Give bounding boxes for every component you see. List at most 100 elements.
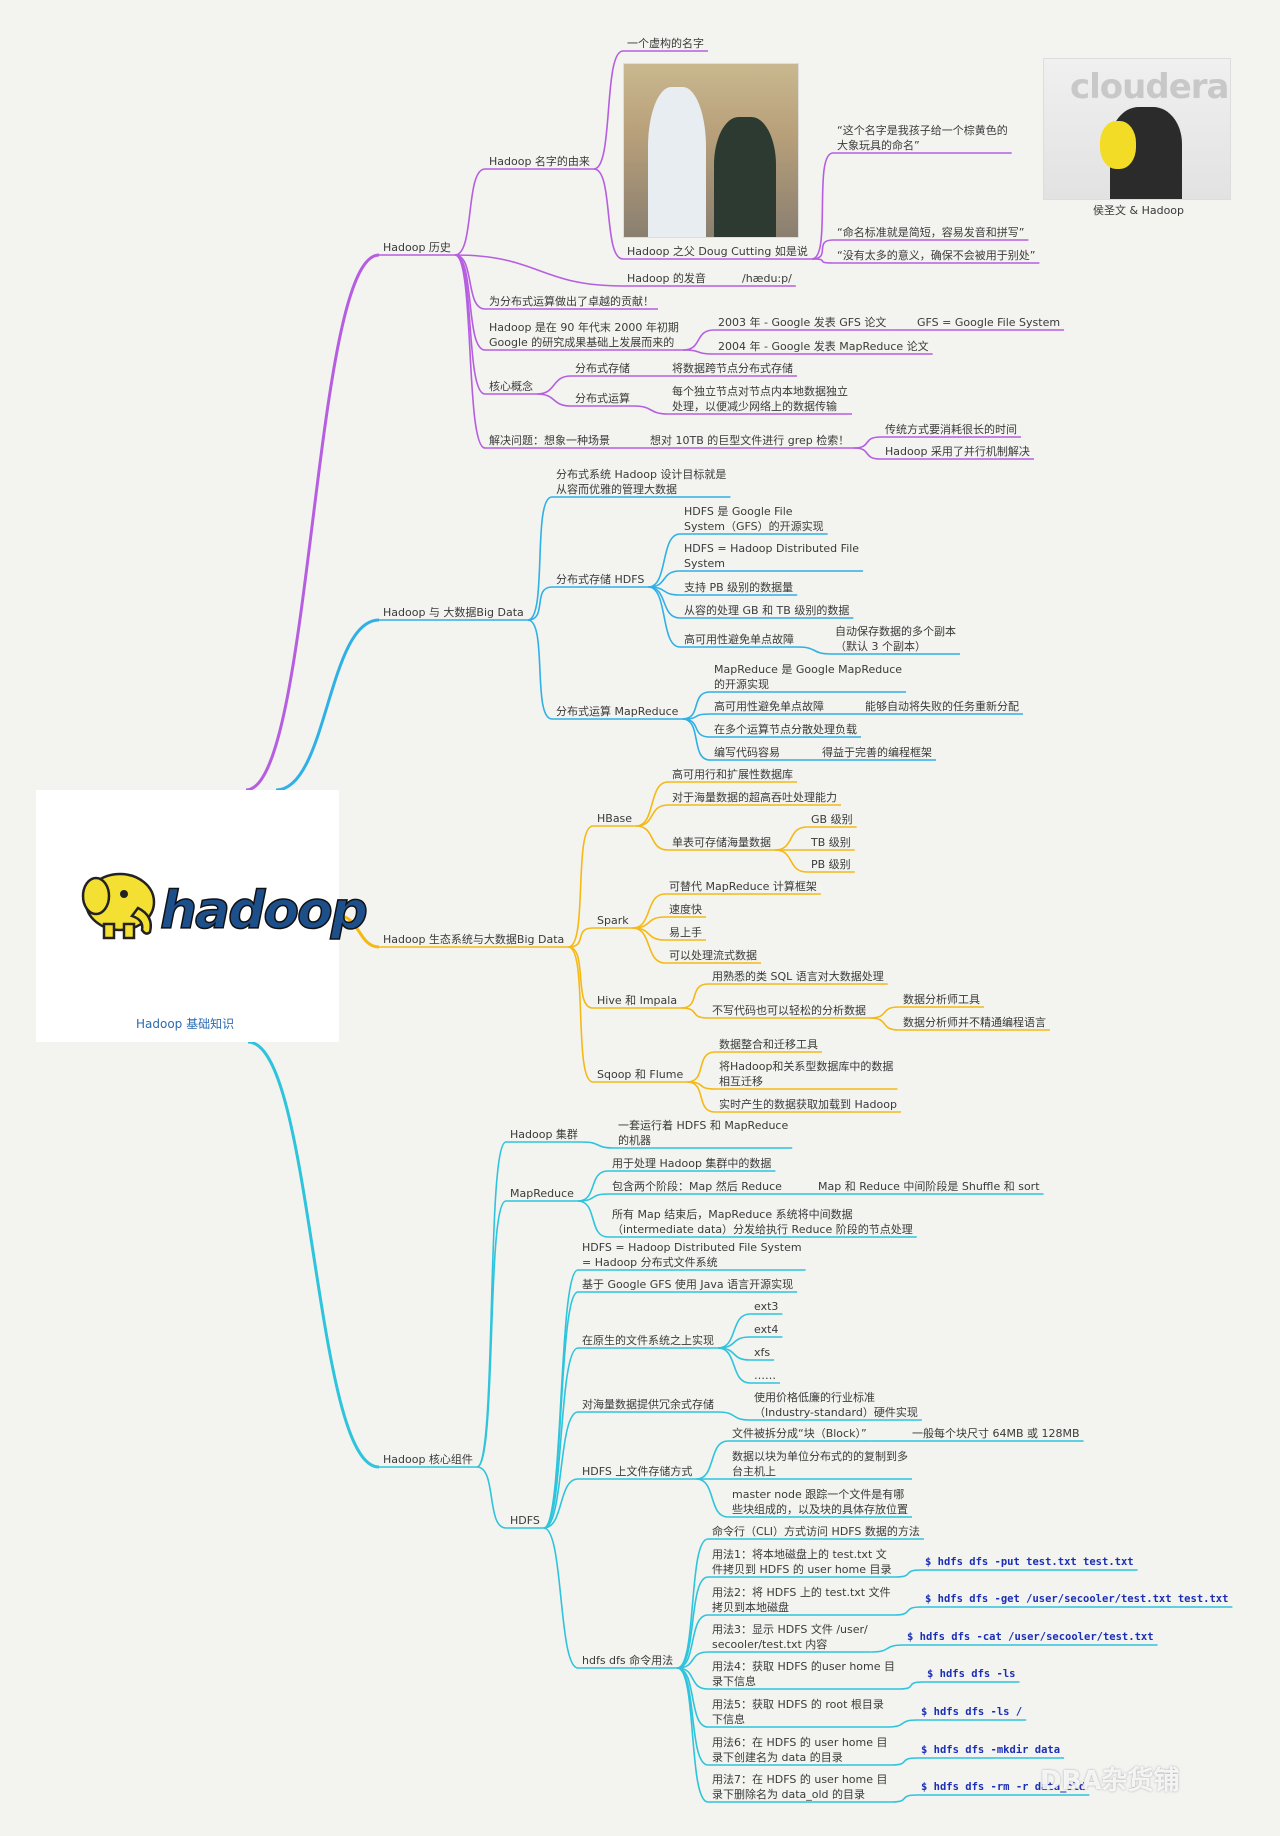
node-e-sp4[interactable]: 可以处理流式数据 bbox=[669, 949, 757, 962]
node-n-q3[interactable]: “没有太多的意义，确保不会被用于别处” bbox=[837, 249, 1036, 262]
node-m-h5[interactable]: 高可用性避免单点故障 bbox=[684, 633, 794, 646]
node-c-hd5a[interactable]: 文件被拆分成“块（Block）” bbox=[732, 1427, 867, 1440]
node-c-u5[interactable]: 用法5：获取 HDFS 的 root 根目录下信息 bbox=[712, 1698, 884, 1726]
node-n-dstore[interactable]: 分布式存储 bbox=[575, 362, 630, 375]
node-m-hdfs[interactable]: 分布式存储 HDFS bbox=[556, 573, 645, 586]
node-n-par[interactable]: Hadoop 采用了并行机制解决 bbox=[885, 445, 1030, 458]
node-m-m6[interactable]: 得益于完善的编程框架 bbox=[822, 746, 932, 759]
node-e-gb[interactable]: GB 级别 bbox=[811, 813, 853, 826]
node-e-sp3[interactable]: 易上手 bbox=[669, 926, 702, 939]
node-c-hd5b[interactable]: 一般每个块尺寸 64MB 或 128MB bbox=[912, 1427, 1080, 1440]
root-node-card[interactable]: hadoop Hadoop 基础知识 bbox=[36, 790, 370, 1042]
node-e-hbase[interactable]: HBase bbox=[597, 812, 633, 825]
node-n-dstore2[interactable]: 将数据跨节点分布式存储 bbox=[672, 362, 793, 375]
node-n-2003[interactable]: 2003 年 - Google 发表 GFS 论文 bbox=[718, 316, 887, 329]
node-c-u7[interactable]: 用法7：在 HDFS 的 user home 目录下删除名为 data_old … bbox=[712, 1773, 888, 1801]
node-c-hd5[interactable]: HDFS 上文件存储方式 bbox=[582, 1465, 693, 1478]
node-m-m2[interactable]: 高可用性避免单点故障 bbox=[714, 700, 824, 713]
node-b2[interactable]: Hadoop 与 大数据Big Data bbox=[383, 606, 524, 619]
node-c-cluster[interactable]: Hadoop 集群 bbox=[510, 1128, 578, 1141]
node-c-mr4[interactable]: 所有 Map 结束后，MapReduce 系统将中间数据（intermediat… bbox=[612, 1208, 913, 1236]
node-n-grep[interactable]: 想对 10TB 的巨型文件进行 grep 检索！ bbox=[650, 434, 850, 447]
node-c-mr1[interactable]: 用于处理 Hadoop 集群中的数据 bbox=[612, 1157, 772, 1170]
node-n-q1[interactable]: “这个名字是我孩子给一个棕黄色的大象玩具的命名” bbox=[837, 124, 1008, 152]
node-e-sqoop[interactable]: Sqoop 和 Flume bbox=[597, 1068, 684, 1081]
node-n-q2[interactable]: “命名标准就是简短，容易发音和拼写” bbox=[837, 226, 1025, 239]
node-e-sp2[interactable]: 速度快 bbox=[669, 903, 702, 916]
node-e-hv2[interactable]: 不写代码也可以轻松的分析数据 bbox=[712, 1004, 866, 1017]
node-c-hd4a[interactable]: 使用价格低廉的行业标准（Industry-standard）硬件实现 bbox=[754, 1391, 918, 1419]
node-c-u3[interactable]: 用法3：显示 HDFS 文件 /user/secooler/test.txt 内… bbox=[712, 1623, 868, 1651]
node-e-hb1[interactable]: 高可用行和扩展性数据库 bbox=[672, 768, 793, 781]
node-e-sq3[interactable]: 实时产生的数据获取加载到 Hadoop bbox=[719, 1098, 897, 1111]
node-c-hd1[interactable]: HDFS = Hadoop Distributed File System= H… bbox=[582, 1241, 802, 1269]
node-e-hb2[interactable]: 对于海量数据的超高吞吐处理能力 bbox=[672, 791, 837, 804]
node-e-hive[interactable]: Hive 和 Impala bbox=[597, 994, 678, 1007]
node-b1[interactable]: Hadoop 历史 bbox=[383, 241, 451, 254]
node-c-mr3[interactable]: Map 和 Reduce 中间阶段是 Shuffle 和 sort bbox=[818, 1180, 1040, 1193]
node-c-u1[interactable]: 用法1：将本地磁盘上的 test.txt 文件拷贝到 HDFS 的 user h… bbox=[712, 1548, 892, 1576]
node-c-ext3[interactable]: ext3 bbox=[754, 1300, 779, 1313]
node-m-h3[interactable]: 支持 PB 级别的数据量 bbox=[684, 581, 794, 594]
node-b3[interactable]: Hadoop 生态系统与大数据Big Data bbox=[383, 933, 565, 946]
node-m-h4[interactable]: 从容的处理 GB 和 TB 级别的数据 bbox=[684, 604, 850, 617]
node-c-etc[interactable]: …… bbox=[754, 1369, 776, 1382]
node-c-u2c[interactable]: $ hdfs dfs -get /user/secooler/test.txt … bbox=[925, 1593, 1229, 1605]
node-c-hd4[interactable]: 对海量数据提供冗余式存储 bbox=[582, 1398, 714, 1411]
node-n-pron2[interactable]: /hædu:p/ bbox=[742, 272, 792, 285]
node-e-sq1[interactable]: 数据整合和迁移工具 bbox=[719, 1038, 818, 1051]
node-c-mr[interactable]: MapReduce bbox=[510, 1187, 574, 1200]
node-c-u4c[interactable]: $ hdfs dfs -ls bbox=[927, 1668, 1016, 1680]
node-c-u4[interactable]: 用法4：获取 HDFS 的user home 目录下信息 bbox=[712, 1660, 896, 1688]
node-m-m5[interactable]: 编写代码容易 bbox=[714, 746, 780, 759]
node-c-ext4[interactable]: ext4 bbox=[754, 1323, 779, 1336]
node-c-u5c[interactable]: $ hdfs dfs -ls / bbox=[921, 1706, 1023, 1718]
node-e-tb[interactable]: TB 级别 bbox=[811, 836, 851, 849]
node-m-m4[interactable]: 在多个运算节点分散处理负载 bbox=[714, 723, 857, 736]
node-c-u1c[interactable]: $ hdfs dfs -put test.txt test.txt bbox=[925, 1556, 1134, 1568]
node-e-hb3[interactable]: 单表可存储海量数据 bbox=[672, 836, 771, 849]
node-c-hd3[interactable]: 在原生的文件系统之上实现 bbox=[582, 1334, 714, 1347]
node-m-goal[interactable]: 分布式系统 Hadoop 设计目标就是从容而优雅的管理大数据 bbox=[556, 468, 727, 496]
node-e-pb[interactable]: PB 级别 bbox=[811, 858, 851, 871]
node-b4[interactable]: Hadoop 核心组件 bbox=[383, 1453, 473, 1466]
node-c-xfs[interactable]: xfs bbox=[754, 1346, 771, 1359]
node-e-sp1[interactable]: 可替代 MapReduce 计算框架 bbox=[669, 880, 817, 893]
node-e-spark[interactable]: Spark bbox=[597, 914, 629, 927]
node-c-cmd0[interactable]: 命令行（CLI）方式访问 HDFS 数据的方法 bbox=[712, 1525, 920, 1538]
node-m-mr[interactable]: 分布式运算 MapReduce bbox=[556, 705, 679, 718]
node-c-hd5d[interactable]: master node 跟踪一个文件是有哪些块组成的，以及块的具体存放位置 bbox=[732, 1488, 908, 1516]
node-n-contrib[interactable]: 为分布式运算做出了卓越的贡献！ bbox=[489, 295, 654, 308]
node-c-u2[interactable]: 用法2：将 HDFS 上的 test.txt 文件拷贝到本地磁盘 bbox=[712, 1586, 891, 1614]
node-n-solve[interactable]: 解决问题：想象一种场景 bbox=[489, 434, 610, 447]
node-n-pron[interactable]: Hadoop 的发音 bbox=[627, 272, 706, 285]
node-c-hd5c[interactable]: 数据以块为单位分布式的的复制到多台主机上 bbox=[732, 1450, 908, 1478]
node-m-m3[interactable]: 能够自动将失败的任务重新分配 bbox=[865, 700, 1019, 713]
node-e-sq2[interactable]: 将Hadoop和关系型数据库中的数据相互迁移 bbox=[719, 1060, 894, 1088]
node-n-dcomp[interactable]: 分布式运算 bbox=[575, 392, 630, 405]
node-c-cmd[interactable]: hdfs dfs 命令用法 bbox=[582, 1654, 674, 1667]
node-n-fiction[interactable]: 一个虚构的名字 bbox=[627, 37, 704, 50]
node-n-doug[interactable]: Hadoop 之父 Doug Cutting 如是说 bbox=[627, 245, 808, 258]
node-e-hv1[interactable]: 用熟悉的类 SQL 语言对大数据处理 bbox=[712, 970, 884, 983]
node-c-u7c[interactable]: $ hdfs dfs -rm -r data_old bbox=[921, 1781, 1086, 1793]
node-c-u6c[interactable]: $ hdfs dfs -mkdir data bbox=[921, 1744, 1061, 1756]
node-n-core[interactable]: 核心概念 bbox=[489, 380, 533, 393]
node-e-hv3[interactable]: 数据分析师工具 bbox=[903, 993, 980, 1006]
node-n-dcomp2[interactable]: 每个独立节点对节点内本地数据独立处理，以便减少网络上的数据传输 bbox=[672, 385, 848, 413]
node-n-2004[interactable]: 2004 年 - Google 发表 MapReduce 论文 bbox=[718, 340, 929, 353]
node-n-trad[interactable]: 传统方式要消耗很长的时间 bbox=[885, 423, 1017, 436]
node-c-u3c[interactable]: $ hdfs dfs -cat /user/secooler/test.txt bbox=[907, 1631, 1154, 1643]
node-m-h6[interactable]: 自动保存数据的多个副本（默认 3 个副本） bbox=[835, 625, 956, 653]
node-n-name[interactable]: Hadoop 名字的由来 bbox=[489, 155, 590, 168]
node-c-u6[interactable]: 用法6：在 HDFS 的 user home 目录下创建名为 data 的目录 bbox=[712, 1736, 888, 1764]
node-c-hdfs[interactable]: HDFS bbox=[510, 1514, 540, 1527]
node-c-mr2[interactable]: 包含两个阶段：Map 然后 Reduce bbox=[612, 1180, 782, 1193]
node-c-hd2[interactable]: 基于 Google GFS 使用 Java 语言开源实现 bbox=[582, 1278, 794, 1291]
node-e-hv4[interactable]: 数据分析师并不精通编程语言 bbox=[903, 1016, 1046, 1029]
